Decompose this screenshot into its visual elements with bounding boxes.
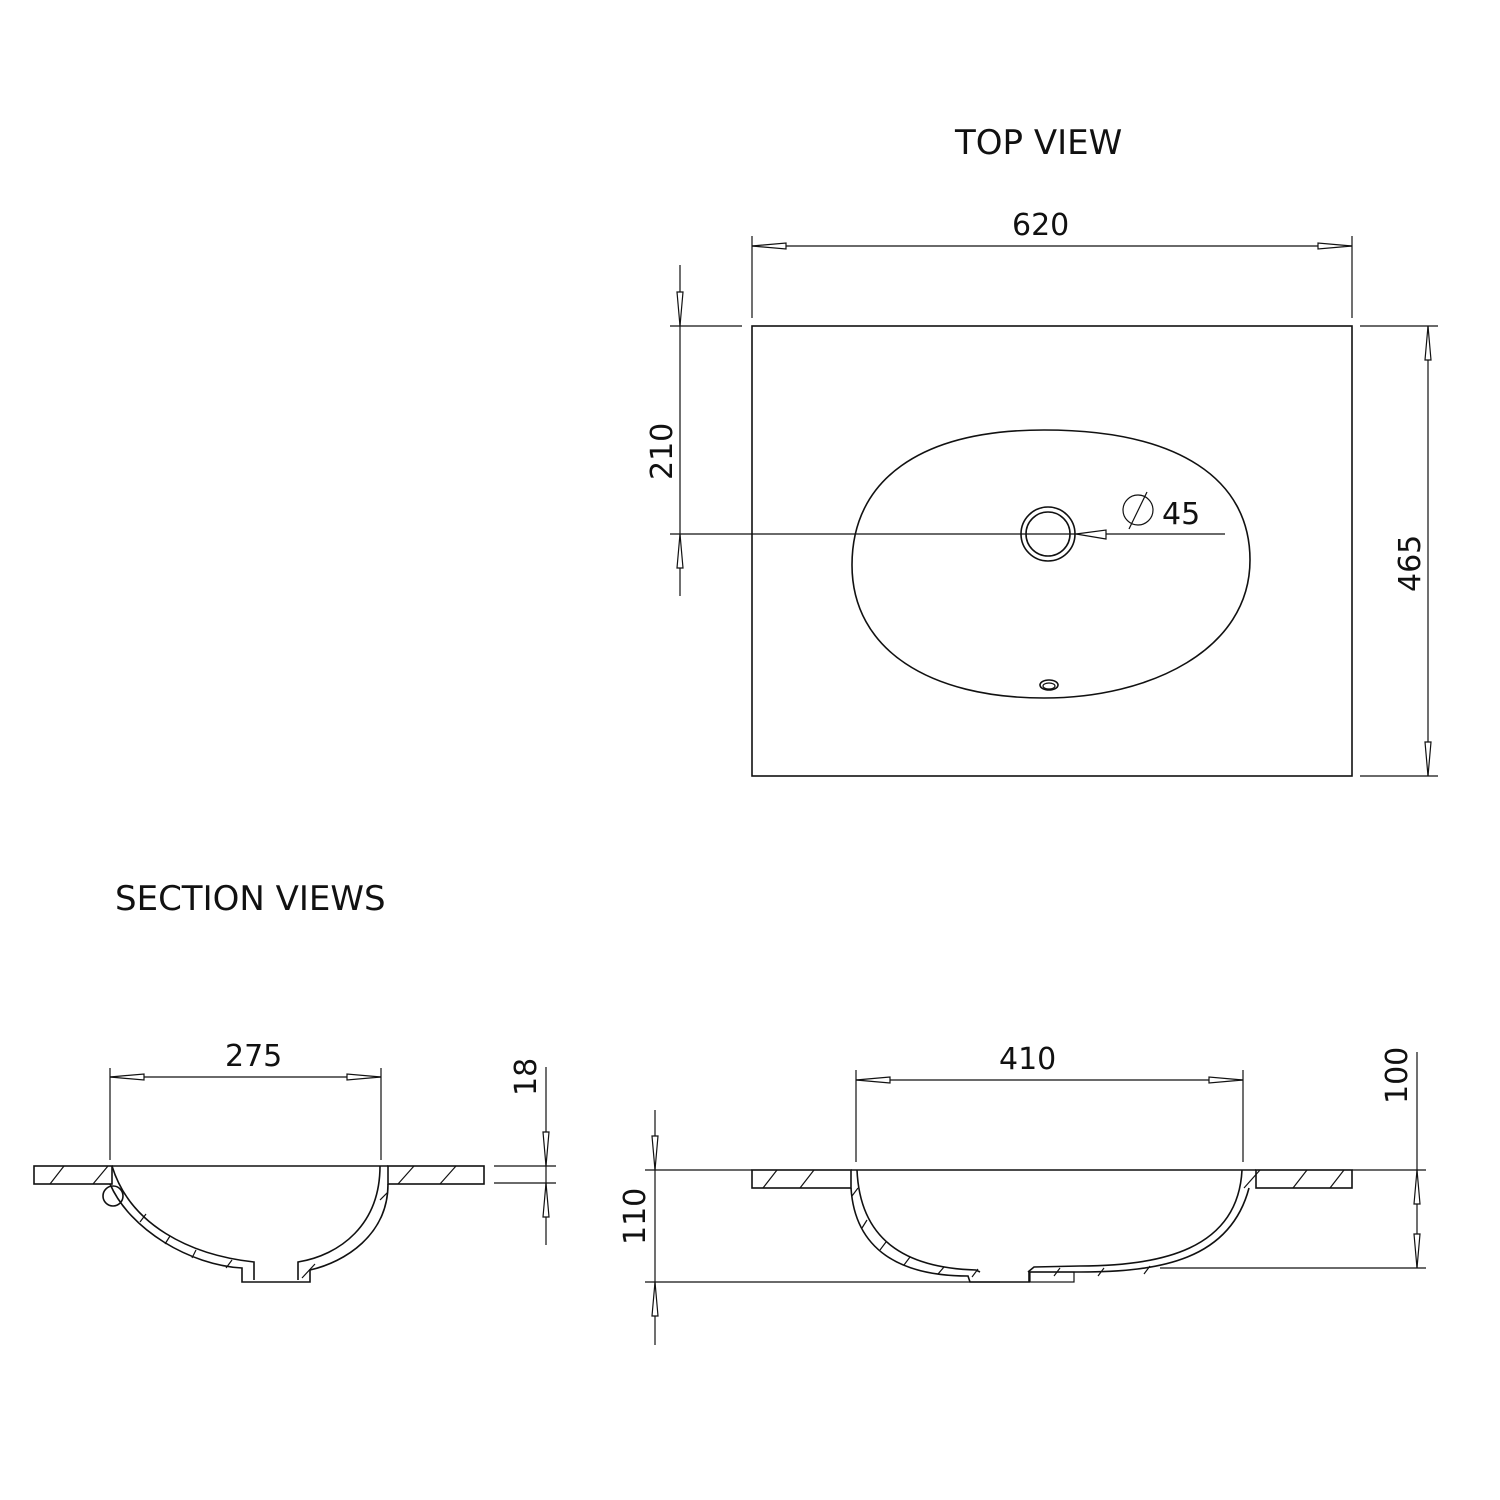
overflow-icon — [102, 1185, 124, 1207]
top-view: 620 465 210 45 — [645, 208, 1438, 777]
depth-dimension: 465 — [1393, 535, 1428, 592]
bowl-inner-profile — [111, 1165, 381, 1280]
drain-offset-dimension: 210 — [645, 423, 680, 480]
section-right-width-dimension: 410 — [999, 1042, 1056, 1077]
section-views-title: SECTION VIEWS — [115, 879, 386, 919]
width-dimension: 620 — [1012, 208, 1069, 243]
top-view-title: TOP VIEW — [954, 123, 1122, 163]
bowl-inner-profile — [856, 1169, 1243, 1273]
bowl-depth-dimension: 100 — [1380, 1047, 1415, 1104]
section-view-left: 275 18 — [33, 1039, 556, 1283]
drain-diameter-dimension: 45 — [1162, 497, 1200, 532]
bowl-outer-profile — [109, 1183, 389, 1283]
section-view-right: 410 110 100 — [618, 1042, 1426, 1345]
slab-outline — [751, 325, 1353, 777]
overflow-hole — [1039, 679, 1059, 691]
drain-section — [1029, 1271, 1075, 1283]
section-left-width-dimension: 275 — [225, 1039, 282, 1074]
slab-thickness-dimension: 18 — [509, 1058, 544, 1096]
diameter-symbol-icon — [1122, 494, 1154, 526]
total-height-dimension: 110 — [618, 1188, 653, 1245]
bowl-outline — [851, 429, 1251, 699]
